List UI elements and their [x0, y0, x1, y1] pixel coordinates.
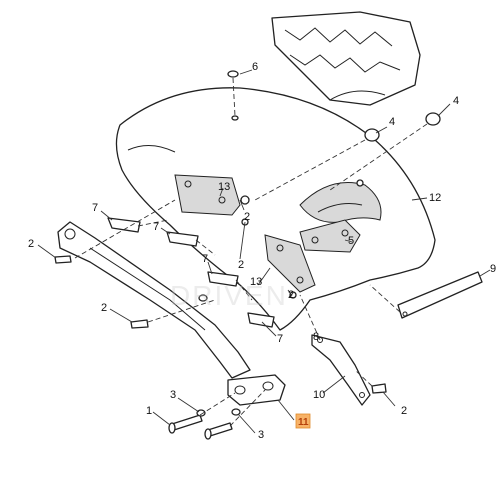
- callout-4: 4: [453, 95, 459, 107]
- callout-2: 2: [244, 211, 250, 223]
- callout-2: 2: [101, 302, 107, 314]
- bolt-parts: [54, 255, 387, 394]
- callout-7: 7: [153, 221, 159, 233]
- assembly-lines: [74, 77, 428, 427]
- callout-11: 11: [298, 417, 309, 428]
- support-arm-part: [57, 221, 251, 379]
- clip-parts: [107, 217, 275, 328]
- callout-10: 10: [313, 389, 325, 401]
- callout-13: 13: [218, 181, 230, 193]
- callout-6: 6: [252, 61, 258, 73]
- callout-5: 5: [348, 235, 354, 247]
- top-panel-part: [271, 11, 421, 106]
- fender-hardware: [198, 70, 441, 302]
- callout-2: 2: [28, 238, 34, 250]
- callout-12: 12: [429, 192, 441, 204]
- strip-part: [397, 271, 483, 319]
- highlighted-callout-11[interactable]: 11: [295, 413, 311, 429]
- right-bracket-part: [311, 334, 371, 406]
- callout-7: 7: [92, 202, 98, 214]
- screw-parts: [168, 408, 241, 440]
- callout-3: 3: [170, 389, 176, 401]
- watermark-text: DRIVEN: [170, 280, 288, 311]
- callout-2: 2: [288, 289, 294, 301]
- callout-7: 7: [277, 333, 283, 345]
- mount-block-part: [227, 374, 286, 406]
- callout-1: 1: [146, 405, 152, 417]
- callout-4: 4: [389, 116, 395, 128]
- leader-lines: [37, 69, 491, 434]
- callout-2: 2: [238, 259, 244, 271]
- callout-labels: 1 2 2 2 2 2 2 3 3 4 4 5 6 7 7 7 7 8 9 10…: [28, 61, 496, 441]
- callout-13: 13: [250, 276, 262, 288]
- callout-2: 2: [401, 405, 407, 417]
- callout-3: 3: [258, 429, 264, 441]
- callout-9: 9: [490, 263, 496, 275]
- callout-8: 8: [313, 331, 319, 343]
- callout-7: 7: [202, 253, 208, 265]
